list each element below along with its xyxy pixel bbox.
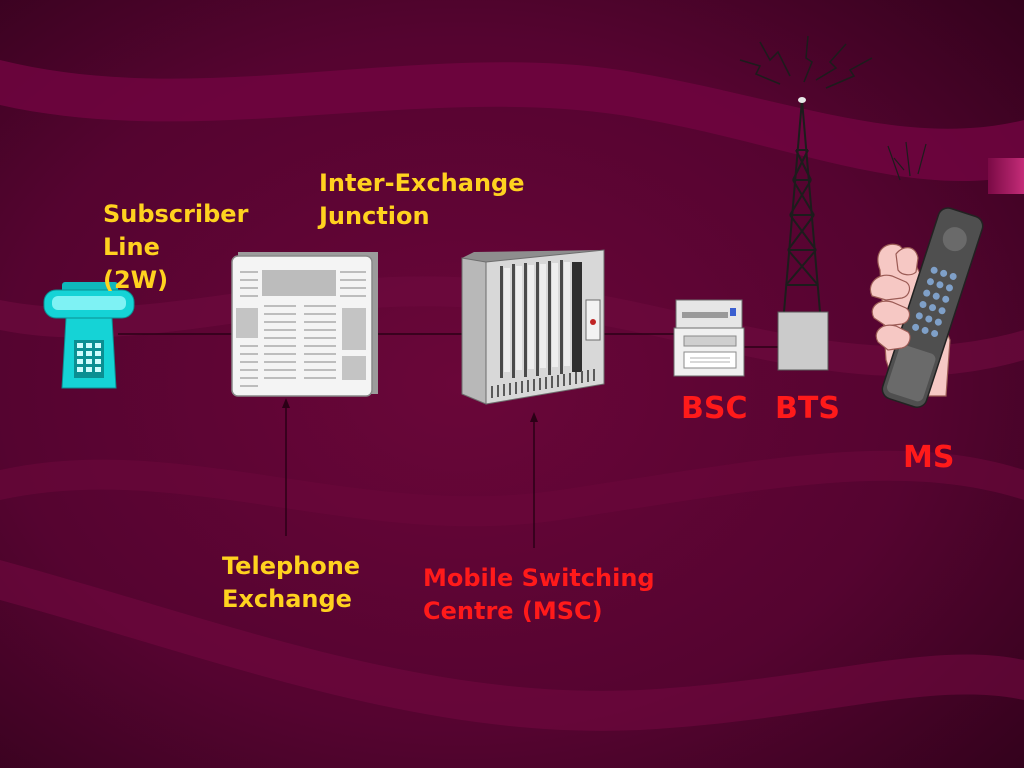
bts-label: BTS (775, 391, 840, 426)
subscriber-line-label: Subscriber Line (2W) (103, 198, 248, 297)
telephone-exchange-arrow (282, 398, 290, 536)
inter-exchange-junction-label: Inter-Exchange Junction (319, 167, 525, 233)
background-side-tab (988, 158, 1024, 194)
bsc-printer-icon (673, 299, 745, 377)
inter-exchange-label-line2: Junction (319, 202, 430, 230)
bts-tower-icon (739, 35, 873, 371)
background-wave-bottom (0, 560, 1024, 731)
ms-label: MS (903, 440, 955, 475)
inter-exchange-label-line1: Inter-Exchange (319, 169, 525, 197)
telephone-exchange-label-line2: Exchange (222, 585, 352, 613)
msc-label-line1: Mobile Switching (423, 564, 655, 592)
msc-arrow (530, 412, 538, 548)
telephone-exchange-label: Telephone Exchange (222, 550, 360, 616)
mobile-phone-hand-icon (869, 141, 984, 408)
background-wave-lower (0, 450, 1024, 527)
bsc-label: BSC (681, 391, 748, 426)
msc-label-line2: Centre (MSC) (423, 597, 603, 625)
msc-rack-icon (461, 249, 605, 405)
telephone-exchange-label-line1: Telephone (222, 552, 361, 580)
telephone-exchange-icon (231, 252, 378, 397)
subscriber-line-label-line2: Line (103, 233, 160, 261)
subscriber-line-label-line1: Subscriber (103, 200, 249, 228)
telephone-icon (43, 282, 135, 389)
msc-label: Mobile Switching Centre (MSC) (423, 562, 655, 628)
subscriber-line-label-line3: (2W) (103, 266, 169, 294)
background-wave-top (0, 60, 1024, 181)
